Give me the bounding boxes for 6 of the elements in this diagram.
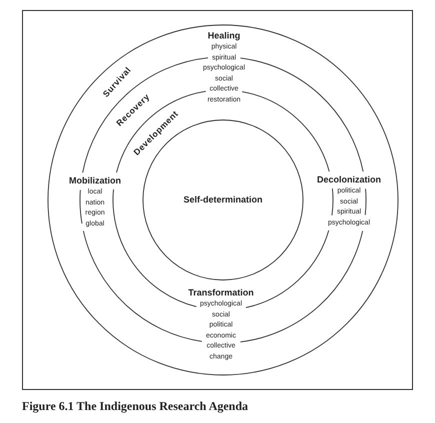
category-heading: Decolonization <box>317 176 381 184</box>
category-heading: Mobilization <box>69 176 121 186</box>
category-heading: Transformation <box>188 288 254 298</box>
figure-caption: Figure 6.1 The Indigenous Research Agenda <box>22 399 248 413</box>
category-heading: Healing <box>208 32 240 40</box>
center-label: Self-determination <box>184 196 262 204</box>
